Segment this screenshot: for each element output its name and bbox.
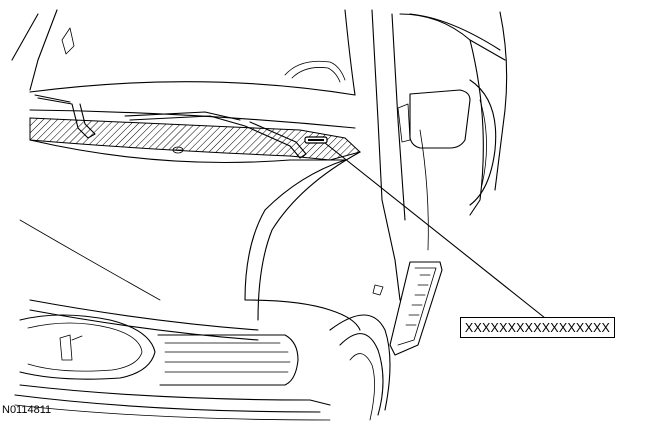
vin-plate <box>304 136 328 144</box>
callout-leader <box>324 142 546 319</box>
cowl-hatched-area <box>29 109 362 161</box>
cab-side <box>371 9 508 301</box>
wiper-arms <box>34 94 307 159</box>
callout-label: XXXXXXXXXXXXXXXXX <box>460 317 615 338</box>
hood <box>19 139 361 321</box>
figure-id: N0114811 <box>2 404 52 416</box>
running-board <box>389 261 443 356</box>
front-end <box>14 299 331 421</box>
windshield <box>11 9 356 96</box>
front-wheel <box>244 284 391 421</box>
